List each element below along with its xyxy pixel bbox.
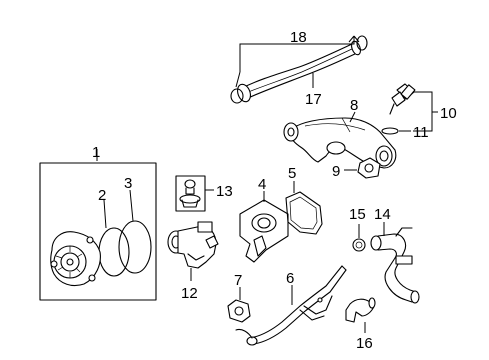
- callout-18: 18: [290, 29, 307, 46]
- thermostat-icon: [179, 179, 201, 208]
- callout-3: 3: [124, 175, 132, 192]
- water-outlet-icon: [283, 117, 397, 169]
- heater-pipe-icon: [370, 227, 420, 304]
- callout-10: 10: [440, 105, 457, 122]
- callout-15: 15: [349, 206, 366, 223]
- callout-1: 1: [92, 144, 100, 161]
- callout-13: 13: [216, 183, 233, 200]
- heater-pipe-o-ring-icon: [352, 238, 366, 252]
- sensor-o-ring-icon: [381, 127, 399, 135]
- water-inlet-icon: [167, 221, 219, 269]
- pump-gasket-icon: [98, 227, 130, 277]
- water-pump-frame: [39, 162, 157, 301]
- callout-2: 2: [98, 187, 106, 204]
- temperature-sensor-icon: [389, 83, 416, 115]
- heater-hose-icon: [345, 297, 376, 323]
- outlet-gasket-icon: [357, 157, 381, 179]
- pump-seal-ring-icon: [118, 220, 152, 274]
- callout-9: 9: [332, 163, 340, 180]
- bypass-pipe-icon: [235, 265, 347, 346]
- hose-clamp-icon: [230, 35, 368, 104]
- callout-17: 17: [305, 91, 322, 108]
- callout-5: 5: [288, 165, 296, 182]
- radiator-hose-icon: [237, 40, 362, 103]
- thermostat-frame: [175, 175, 206, 212]
- callout-14: 14: [374, 206, 391, 223]
- callout-16: 16: [356, 335, 373, 352]
- callout-8: 8: [350, 97, 358, 114]
- thermostat-housing-icon: [239, 199, 289, 263]
- callout-4: 4: [258, 176, 266, 193]
- callout-12: 12: [181, 285, 198, 302]
- callout-6: 6: [286, 270, 294, 287]
- callout-7: 7: [234, 272, 242, 289]
- housing-gasket-icon: [285, 191, 323, 235]
- pipe-gasket-icon: [227, 299, 251, 323]
- callout-11: 11: [413, 124, 429, 141]
- water-pump-assembly-icon: [50, 231, 101, 287]
